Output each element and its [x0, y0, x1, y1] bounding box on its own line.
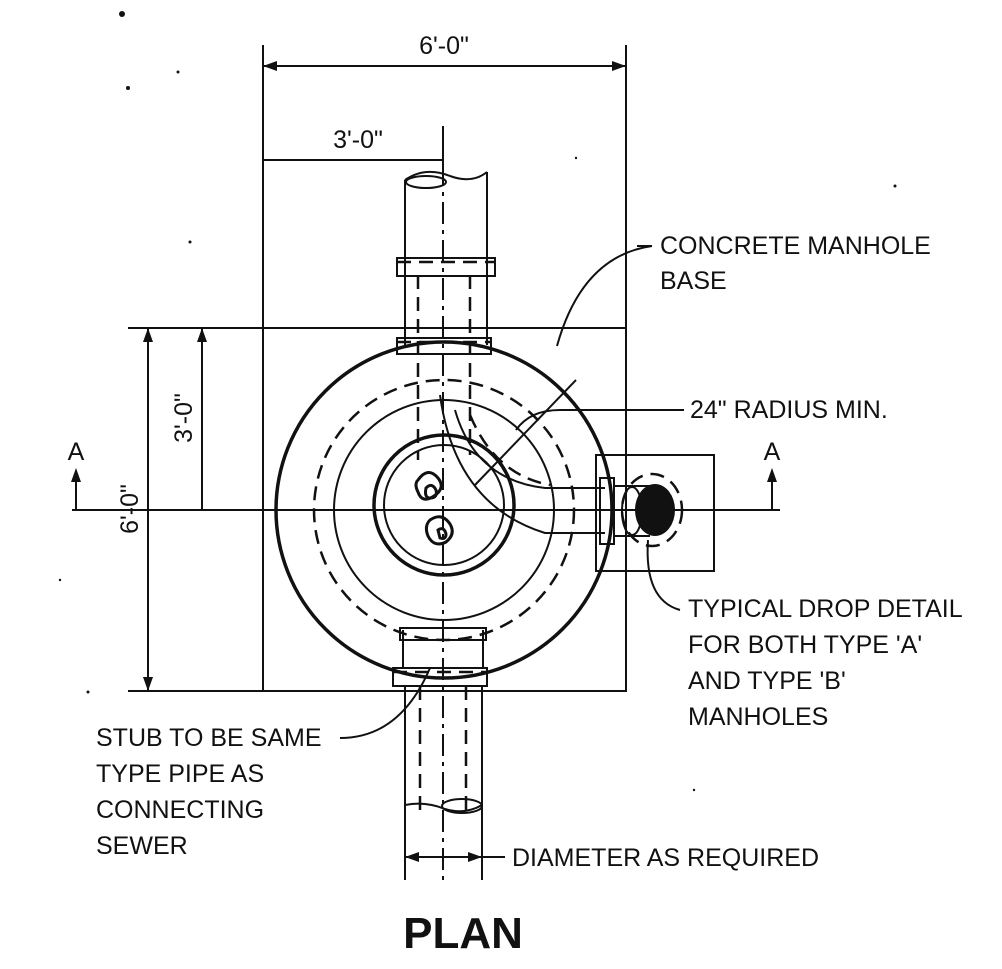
dim-height-arrow-bottom: [143, 677, 153, 691]
label-stub-line2: TYPE PIPE AS: [96, 760, 264, 788]
dim-height-arrow-top: [143, 328, 153, 342]
label-drop-detail-line2: FOR BOTH TYPE 'A': [688, 631, 922, 659]
dim-halfheight-label: 3'-0": [170, 393, 198, 443]
label-stub-line3: CONNECTING: [96, 796, 264, 824]
dim-halfwidth-label: 3'-0": [333, 126, 383, 154]
leader-drop-detail: [646, 539, 681, 611]
inlet-pipe-top: [396, 170, 496, 460]
dim-width-label: 6'-0": [419, 32, 469, 60]
label-drop-detail-line4: MANHOLES: [688, 703, 828, 731]
label-radius: 24" RADIUS MIN.: [690, 396, 888, 424]
leader-stub: [339, 667, 431, 739]
section-mark-left-arrow: [71, 468, 81, 482]
leader-radius-curve: [515, 409, 561, 431]
leader-concrete-base: [556, 245, 653, 347]
label-drop-detail-line3: AND TYPE 'B': [688, 667, 846, 695]
dim-width-arrow-left: [263, 61, 277, 71]
drawing-title: PLAN: [403, 909, 523, 958]
section-mark-right-arrow: [767, 468, 777, 482]
label-stub-line4: SEWER: [96, 832, 188, 860]
scan-specks: [58, 11, 897, 792]
dim-diameter-arrow-left: [405, 852, 419, 862]
label-diameter: DIAMETER AS REQUIRED: [512, 844, 819, 872]
section-mark-right: A: [764, 438, 781, 466]
label-concrete-base-line1: CONCRETE MANHOLE: [660, 232, 931, 260]
dim-width-arrow-right: [612, 61, 626, 71]
section-mark-left: A: [68, 438, 85, 466]
dim-halfheight-arrow: [197, 328, 207, 342]
drop-connection: [439, 394, 715, 572]
label-drop-detail-line1: TYPICAL DROP DETAIL: [688, 595, 963, 623]
label-stub-line1: STUB TO BE SAME: [96, 724, 322, 752]
radius-arrow-line: [474, 379, 577, 486]
dim-diameter-arrow-right: [468, 852, 482, 862]
label-concrete-base-line2: BASE: [660, 267, 727, 295]
invert-debris-marks: [414, 471, 454, 546]
outlet-pipe-bottom: [392, 627, 488, 880]
